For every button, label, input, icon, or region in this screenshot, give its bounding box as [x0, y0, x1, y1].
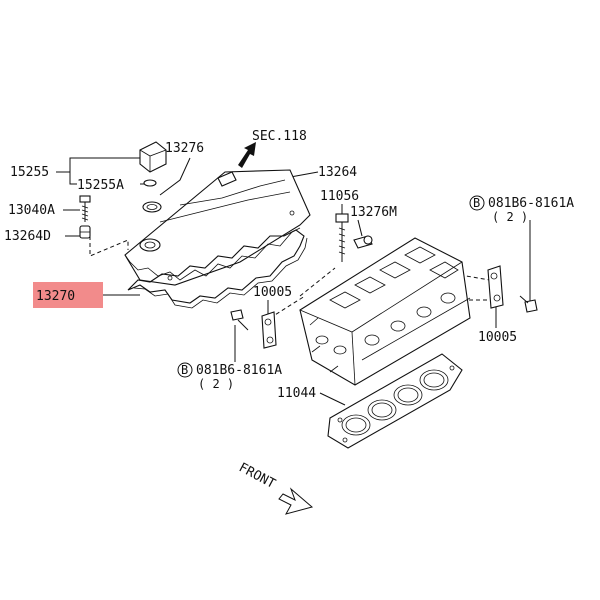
- callout-bolt-right[interactable]: B 081B6-8161A ( 2 ): [469, 195, 574, 224]
- sec118-arrow: [238, 142, 256, 168]
- grommet-13264d[interactable]: [79, 225, 91, 239]
- label-13276[interactable]: 13276: [165, 141, 204, 156]
- highlight-box-13270: [33, 282, 103, 308]
- head-gasket-11044[interactable]: [327, 353, 463, 449]
- bolt-qty-left: ( 2 ): [198, 377, 234, 391]
- sensor-13276m[interactable]: [353, 235, 373, 249]
- assembly-guide-lines: [269, 267, 491, 319]
- label-11056[interactable]: 11056: [320, 189, 359, 204]
- b-letter-left: B: [181, 363, 188, 377]
- b-letter-right: B: [473, 196, 480, 210]
- label-10005-right[interactable]: 10005: [478, 330, 517, 345]
- label-front: FRONT: [236, 460, 278, 492]
- b-circle-left: [177, 362, 193, 378]
- rocker-cover-gasket-13270[interactable]: [127, 229, 308, 309]
- label-11044[interactable]: 11044: [277, 386, 316, 401]
- bolt-part-right: 081B6-8161A: [488, 196, 574, 211]
- label-13040a[interactable]: 13040A: [8, 203, 55, 218]
- label-15255[interactable]: 15255: [10, 165, 49, 180]
- bolt-qty-right: ( 2 ): [492, 210, 528, 224]
- stud-11056[interactable]: [335, 213, 349, 262]
- label-13276m[interactable]: 13276M: [350, 205, 397, 220]
- bolt-part-left: 081B6-8161A: [196, 363, 282, 378]
- bolt-081b6-right[interactable]: [519, 295, 538, 313]
- b-circle-right: [469, 195, 485, 211]
- cylinder-head[interactable]: [299, 237, 471, 386]
- label-15255a[interactable]: 15255A: [77, 178, 124, 193]
- label-10005-left[interactable]: 10005: [253, 285, 292, 300]
- gasket-plate-10005-left[interactable]: [261, 311, 277, 349]
- gasket-plate-10005-right[interactable]: [487, 265, 504, 309]
- bolt-081b6-left[interactable]: [230, 309, 249, 331]
- oil-filler-cap[interactable]: [139, 141, 167, 187]
- bolt-13040a[interactable]: [79, 195, 91, 222]
- label-sec118[interactable]: SEC.118: [252, 129, 307, 144]
- label-13264d[interactable]: 13264D: [4, 229, 51, 244]
- front-arrow: [278, 487, 314, 515]
- label-13270[interactable]: 13270: [36, 289, 75, 304]
- label-13264[interactable]: 13264: [318, 165, 357, 180]
- callout-bolt-left[interactable]: B 081B6-8161A ( 2 ): [177, 362, 282, 391]
- rocker-cover-13264[interactable]: [124, 169, 311, 286]
